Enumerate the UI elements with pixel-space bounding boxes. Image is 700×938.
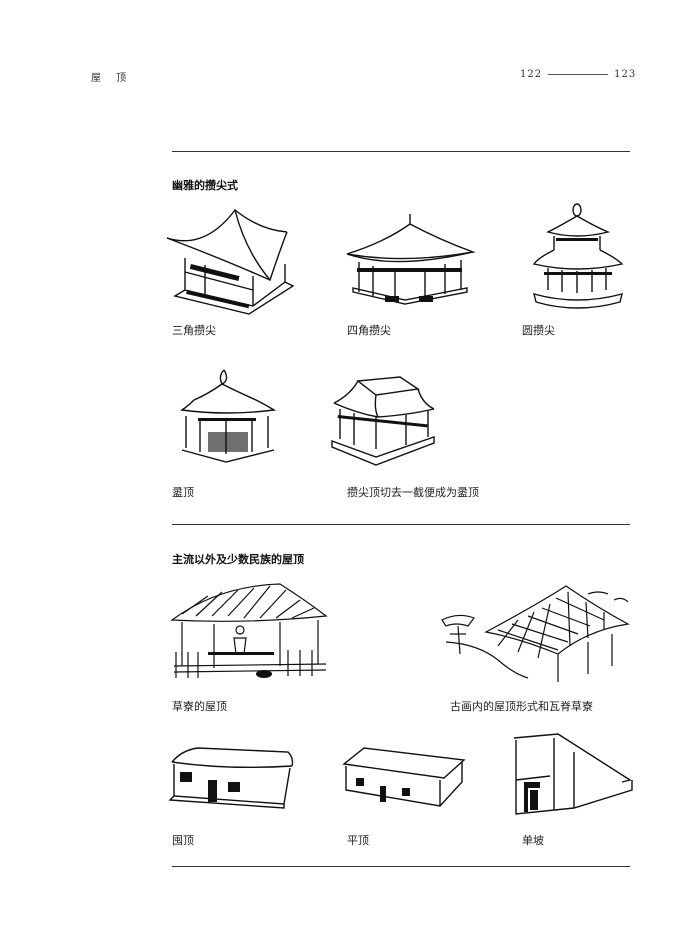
single-slope-house-icon <box>510 732 635 820</box>
caption-square: 四角攒尖 <box>347 324 391 337</box>
lu-roof-pavilion-icon <box>178 370 278 465</box>
page-numbers: 122 123 <box>520 69 636 80</box>
section2-title: 主流以外及少数民族的屋顶 <box>172 553 304 566</box>
page-number-left: 122 <box>520 69 543 80</box>
thatched-hut-icon <box>168 582 330 678</box>
caption-triangular: 三角攒尖 <box>172 324 216 337</box>
truncated-pavilion-icon <box>330 375 435 470</box>
vaulted-roof-house-icon <box>168 740 296 810</box>
section-divider-middle <box>172 524 630 525</box>
page-number-rule <box>548 74 609 75</box>
page-number-right: 123 <box>614 69 637 80</box>
section-divider-bottom <box>172 866 630 867</box>
caption-flat-roof: 平顶 <box>347 834 369 847</box>
caption-thatched-hut: 草寮的屋顶 <box>172 700 227 713</box>
section-divider-top <box>172 151 630 152</box>
caption-single-slope: 单坡 <box>522 834 544 847</box>
triangular-pavilion-icon <box>165 210 295 315</box>
caption-vaulted-roof: 囤顶 <box>172 834 194 847</box>
ancient-painting-roof-icon <box>438 582 630 686</box>
flat-roof-house-icon <box>340 742 468 812</box>
square-pavilion-icon <box>345 212 475 307</box>
caption-ancient-painting: 古画内的屋顶形式和瓦脊草寮 <box>450 700 593 713</box>
caption-lu-roof: 盝顶 <box>172 486 194 499</box>
running-title: 屋 顶 <box>91 73 133 84</box>
round-pavilion-icon <box>530 202 630 317</box>
section1-title: 幽雅的攒尖式 <box>172 179 238 192</box>
caption-round: 圆攒尖 <box>522 324 555 337</box>
caption-truncated: 攒尖顶切去一截便成为盝顶 <box>347 486 479 499</box>
